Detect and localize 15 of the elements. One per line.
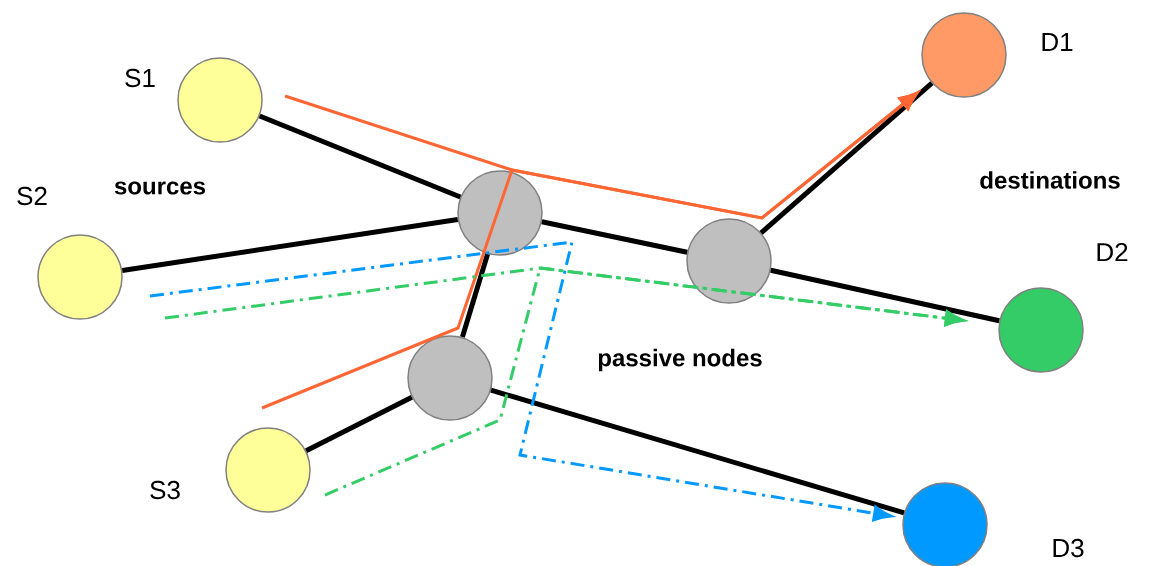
group-label: destinations — [980, 171, 1120, 189]
link-line — [759, 81, 934, 235]
node-circle — [177, 57, 263, 143]
node-circle — [457, 170, 543, 256]
node-label: D3 — [1053, 538, 1084, 558]
link-line — [258, 113, 462, 200]
node-circle — [37, 234, 123, 320]
node-label: S2 — [17, 186, 47, 206]
node-circle — [902, 482, 988, 566]
node-label: S1 — [125, 68, 155, 88]
node-label: D2 — [1097, 242, 1128, 262]
node-circle — [921, 12, 1007, 98]
node-circle — [998, 287, 1084, 373]
node-label: D1 — [1042, 33, 1073, 51]
group-label: sources — [114, 181, 206, 195]
